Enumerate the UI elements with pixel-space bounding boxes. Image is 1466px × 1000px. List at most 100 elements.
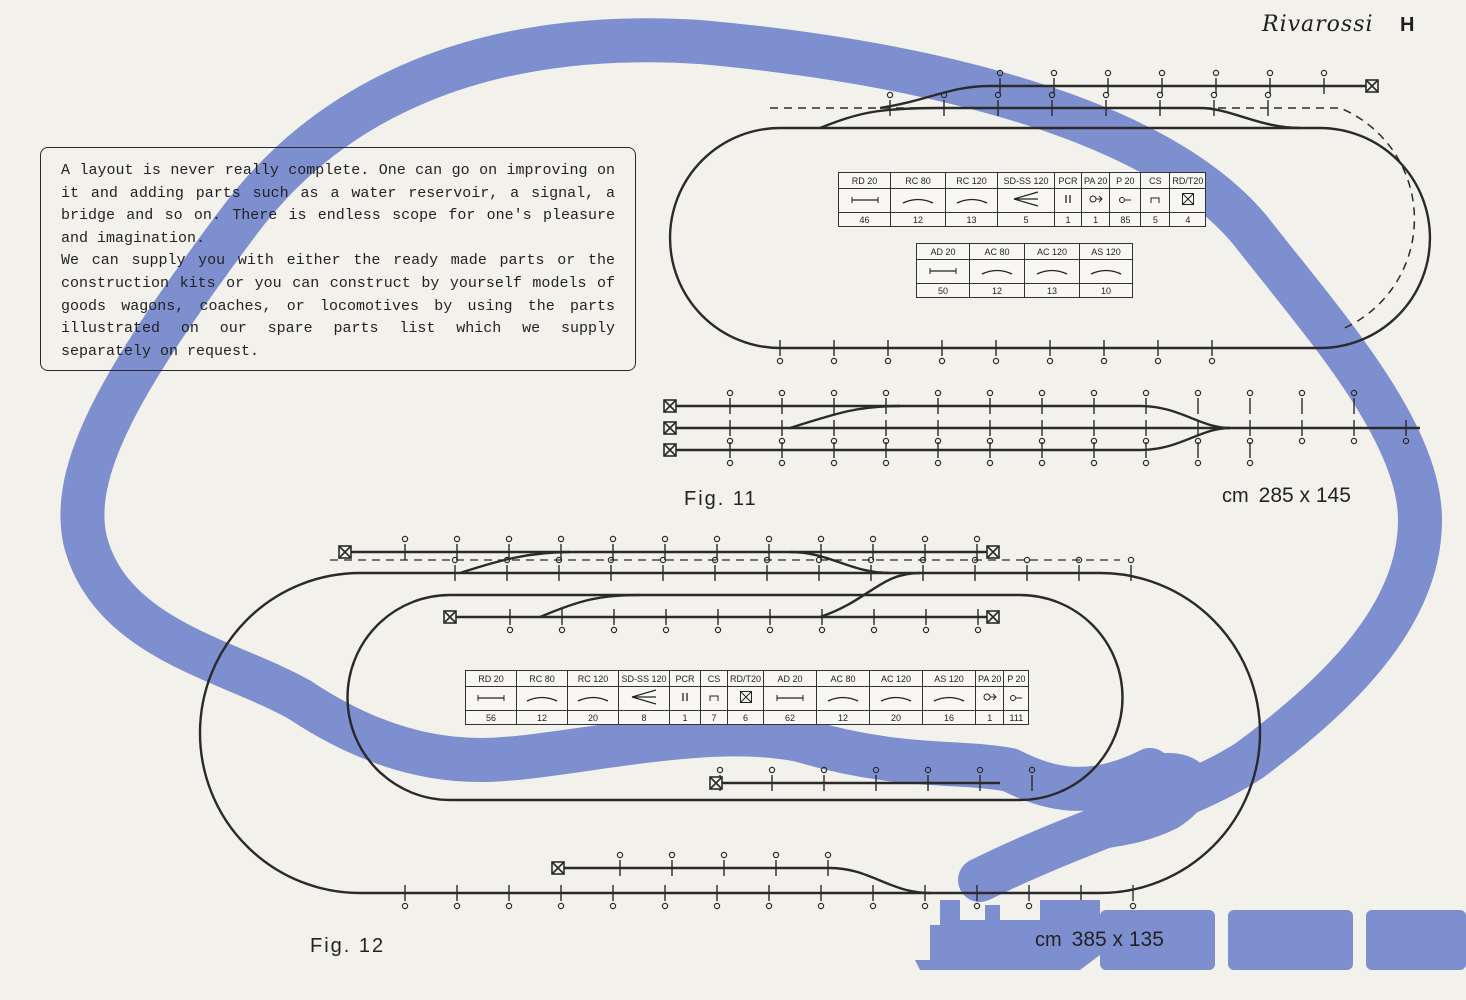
signal-post-icon: [609, 902, 617, 910]
parts-header-cell: CS: [700, 670, 728, 687]
signal-post-icon: [503, 556, 511, 564]
parts-header-cell: RD/T20: [1169, 172, 1207, 189]
parts-header-cell: RC 120: [945, 172, 998, 189]
fig11-oval: [668, 126, 1432, 350]
signal-post-icon: [973, 902, 981, 910]
signal-post-icon: [867, 556, 875, 564]
pa-icon: [975, 686, 1005, 711]
fig11-yard-link: [789, 404, 901, 430]
curve-track-icon: [567, 686, 619, 711]
parts-quantity-cell: 1: [669, 710, 701, 725]
parts-header-cell: PCR: [1054, 172, 1082, 189]
fig12-table-symbol-row: [465, 686, 1030, 711]
parts-header-cell: PA 20: [1080, 172, 1111, 189]
signal-post-icon: [824, 851, 832, 859]
signal-post-icon: [1194, 389, 1202, 397]
signal-post-icon: [763, 556, 771, 564]
signal-post-icon: [1298, 437, 1306, 445]
signal-post-icon: [1246, 459, 1254, 467]
signal-post-icon: [996, 69, 1004, 77]
signal-post-icon: [1129, 902, 1137, 910]
signal-post-icon: [1075, 556, 1083, 564]
train-silhouette-icon: [915, 900, 1466, 970]
parts-header-cell: RC 120: [567, 670, 619, 687]
parts-quantity-cell: 20: [567, 710, 619, 725]
signal-post-icon: [558, 626, 566, 634]
buffer-stop-icon: [1169, 188, 1207, 213]
parts-quantity-cell: 20: [869, 710, 924, 725]
pcr-icon: [669, 686, 701, 711]
signal-post-icon: [616, 851, 624, 859]
buffer-stop-icon: [726, 686, 765, 711]
signal-post-icon: [1102, 91, 1110, 99]
signal-post-icon: [661, 535, 669, 543]
parts-quantity-cell: 5: [1140, 212, 1171, 227]
signal-post-icon: [938, 357, 946, 365]
buffer-stop-cross: [663, 399, 677, 413]
signal-post-icon: [505, 535, 513, 543]
signal-post-icon: [659, 556, 667, 564]
signal-post-icon: [1320, 69, 1328, 77]
parts-header-cell: P 20: [1109, 172, 1142, 189]
signal-post-icon: [1158, 69, 1166, 77]
signal-post-icon: [934, 389, 942, 397]
parts-quantity-cell: 1: [975, 710, 1005, 725]
signal-post-icon: [1298, 389, 1306, 397]
buffer-stop-cross: [443, 610, 457, 624]
switch-icon: [997, 188, 1055, 213]
signal-post-icon: [872, 766, 880, 774]
parts-header-cell: AC 80: [816, 670, 871, 687]
fig11-table-symbol-row: [838, 188, 1207, 213]
signal-post-icon: [1090, 459, 1098, 467]
tender-icon: [1100, 910, 1215, 970]
straight-track-icon: [916, 259, 970, 284]
signal-post-icon: [817, 535, 825, 543]
signal-post-icon: [1104, 69, 1112, 77]
parts-quantity-cell: 8: [618, 710, 670, 725]
fig12-outer-oval: [198, 571, 1262, 895]
locomotive-icon: [915, 900, 1100, 970]
signal-post-icon: [557, 902, 565, 910]
buffer-stops: [338, 79, 1379, 875]
parts-header-cell: AC 80: [969, 243, 1025, 260]
buffer-stop-cross: [338, 545, 352, 559]
parts-header-cell: AD 20: [916, 243, 970, 260]
signal-post-icon: [919, 556, 927, 564]
parts-header-cell: RD/T20: [726, 670, 765, 687]
signal-post-icon: [1208, 357, 1216, 365]
parts-quantity-cell: 1: [1080, 212, 1111, 227]
parts-quantity-cell: 16: [922, 710, 977, 725]
signal-post-icon: [882, 459, 890, 467]
curve-track-icon: [869, 686, 924, 711]
intro-text-box: A layout is never really complete. One c…: [40, 147, 636, 371]
parts-header-cell: RD 20: [465, 670, 517, 687]
signal-post-icon: [1266, 69, 1274, 77]
signal-post-icon: [830, 389, 838, 397]
parts-header-cell: AC 120: [869, 670, 924, 687]
signal-post-icon: [506, 626, 514, 634]
p-icon: [1109, 188, 1142, 213]
brand-logo: Rivarossi: [1262, 12, 1374, 37]
signal-post-icon: [1046, 357, 1054, 365]
signal-post-icon: [726, 389, 734, 397]
signal-post-icon: [921, 535, 929, 543]
signal-post-icon: [1156, 91, 1164, 99]
signal-post-icon: [830, 459, 838, 467]
signal-post-icon: [817, 902, 825, 910]
signal-post-icon: [720, 851, 728, 859]
parts-header-cell: SD-SS 120: [618, 670, 670, 687]
signal-post-icon: [820, 766, 828, 774]
signal-post-icon: [818, 626, 826, 634]
pa-icon: [1080, 188, 1111, 213]
parts-header-cell: SD-SS 120: [997, 172, 1055, 189]
buffer-stop-cross: [1365, 79, 1379, 93]
fig12-link2: [789, 550, 891, 575]
signal-post-icon: [1038, 459, 1046, 467]
signal-post-icon: [668, 851, 676, 859]
